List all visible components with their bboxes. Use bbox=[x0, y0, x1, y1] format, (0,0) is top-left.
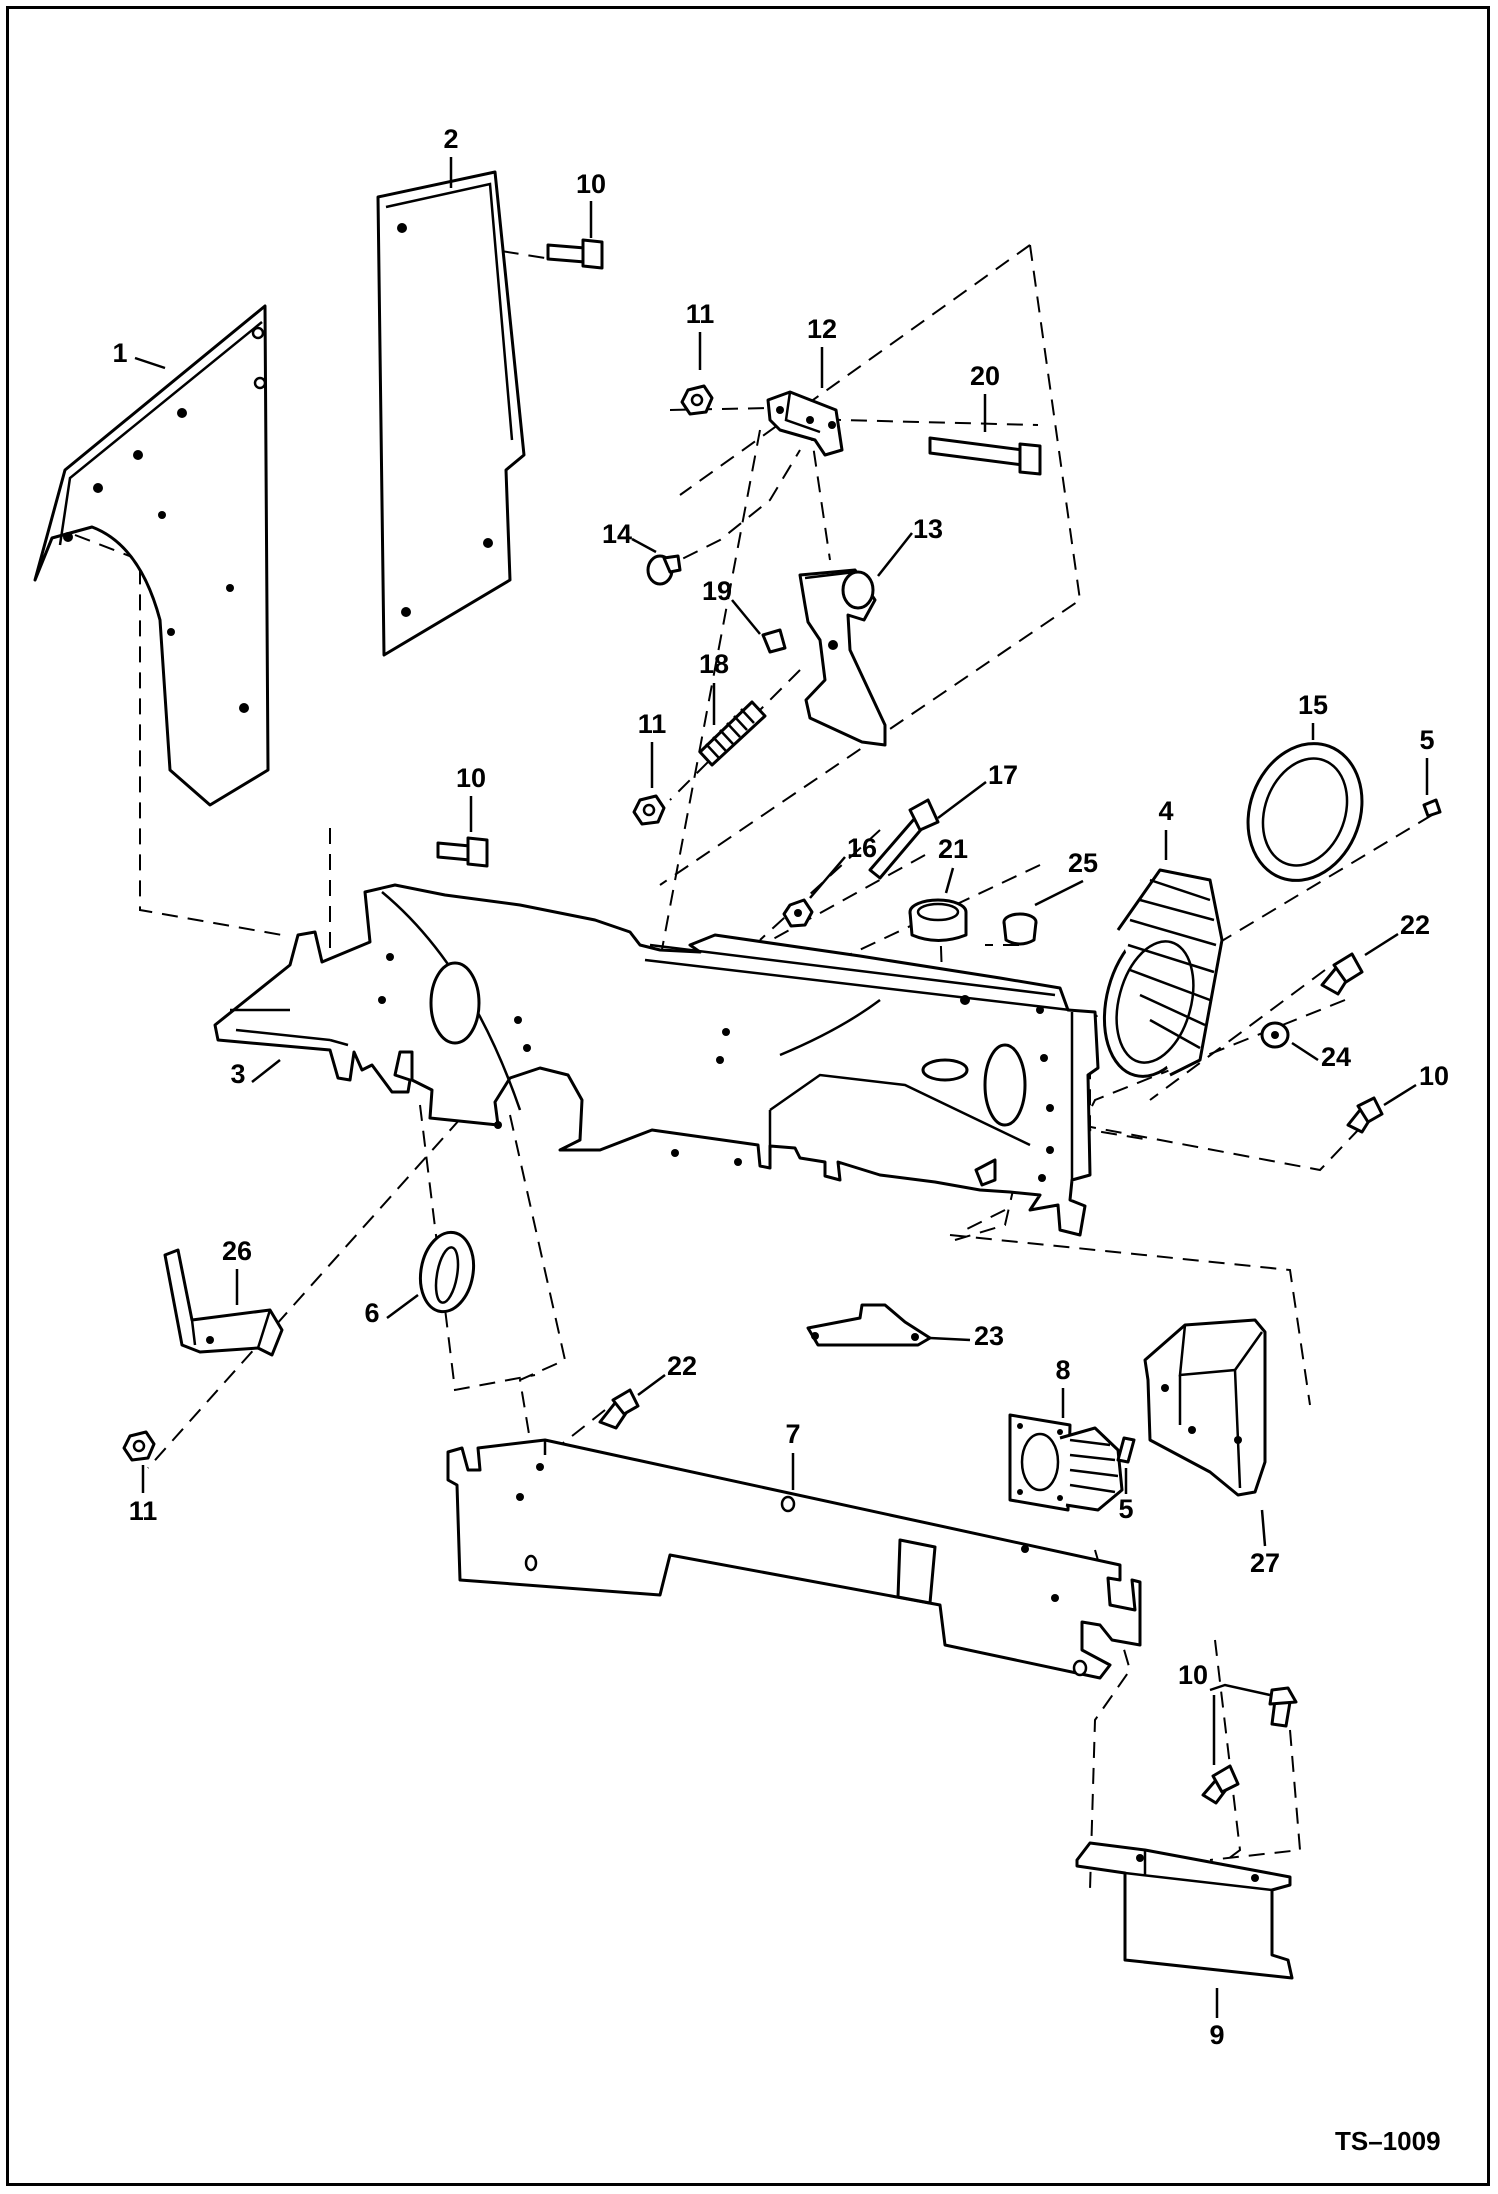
part-17-bolt bbox=[868, 798, 940, 880]
part-3-main-panel bbox=[213, 883, 1100, 1237]
callout-17: 17 bbox=[988, 760, 1018, 790]
callout-8: 8 bbox=[1055, 1355, 1070, 1385]
callout-21: 21 bbox=[938, 834, 968, 864]
callout-24: 24 bbox=[1321, 1042, 1351, 1072]
part-1-side-panel bbox=[33, 304, 270, 807]
part-10-bolts-lower bbox=[1201, 1686, 1298, 1805]
callout-12: 12 bbox=[807, 314, 837, 344]
leader-lines bbox=[134, 157, 1429, 2018]
callout-11: 11 bbox=[686, 299, 715, 329]
part-12-bracket bbox=[766, 390, 844, 457]
callout-16: 16 bbox=[847, 833, 877, 863]
drawing-id: TS–1009 bbox=[1335, 2126, 1441, 2156]
part-21-plug bbox=[908, 898, 968, 942]
part-10-bolt-mid bbox=[436, 836, 489, 868]
part-7-lower-panel bbox=[446, 1438, 1142, 1680]
part-6-grommet bbox=[418, 1230, 476, 1314]
callout-11: 11 bbox=[638, 709, 667, 739]
callout-1: 1 bbox=[112, 338, 127, 368]
part-10-bolt-right bbox=[1346, 1096, 1384, 1134]
part-15-boot-ring bbox=[1246, 742, 1364, 882]
part-23-plate bbox=[806, 1303, 932, 1347]
callout-13: 13 bbox=[913, 514, 943, 544]
part-10-bolt-top bbox=[546, 238, 604, 270]
part-8-boot-flange bbox=[1008, 1413, 1124, 1512]
part-11-nut-top bbox=[680, 384, 714, 416]
callout-23: 23 bbox=[974, 1321, 1004, 1351]
callout-25: 25 bbox=[1068, 848, 1098, 878]
callout-27: 27 bbox=[1250, 1548, 1280, 1578]
callout-11: 11 bbox=[129, 1496, 158, 1526]
callout-10: 10 bbox=[1419, 1061, 1449, 1091]
part-13-pedal-lever bbox=[798, 568, 887, 747]
part-19-fitting bbox=[761, 628, 787, 654]
part-11-nut-lower bbox=[122, 1430, 156, 1462]
callout-22: 22 bbox=[667, 1351, 697, 1381]
part-24-washer bbox=[1260, 1021, 1290, 1049]
callout-22: 22 bbox=[1400, 910, 1430, 940]
callout-6: 6 bbox=[364, 1298, 379, 1328]
callout-18: 18 bbox=[699, 649, 729, 679]
callout-10: 10 bbox=[456, 763, 486, 793]
part-26-angle-bracket bbox=[163, 1248, 284, 1357]
callout-9: 9 bbox=[1209, 2020, 1224, 2050]
callout-3: 3 bbox=[230, 1059, 245, 1089]
callout-10: 10 bbox=[576, 169, 606, 199]
callout-10: 10 bbox=[1178, 1660, 1208, 1690]
callout-4: 4 bbox=[1158, 796, 1173, 826]
part-25-small-plug bbox=[1002, 912, 1038, 946]
callout-15: 15 bbox=[1298, 690, 1328, 720]
part-14-rivet bbox=[646, 554, 682, 586]
part-4-rubber-boot bbox=[1102, 868, 1224, 1078]
part-27-side-bracket bbox=[1143, 1318, 1267, 1497]
part-9-step-bracket bbox=[1075, 1841, 1294, 1980]
part-18-spring bbox=[698, 700, 767, 767]
callout-7: 7 bbox=[785, 1419, 800, 1449]
callout-20: 20 bbox=[970, 361, 1000, 391]
part-16-nut bbox=[782, 898, 814, 928]
callout-5: 5 bbox=[1419, 725, 1434, 755]
callout-5: 5 bbox=[1118, 1494, 1133, 1524]
part-22-bolt-lower bbox=[598, 1388, 640, 1430]
part-11-nut-mid bbox=[632, 794, 666, 826]
callout-14: 14 bbox=[602, 519, 632, 549]
part-20-long-bolt bbox=[928, 436, 1042, 476]
callout-2: 2 bbox=[443, 124, 458, 154]
part-22-bolt-right bbox=[1320, 952, 1364, 996]
callout-26: 26 bbox=[222, 1236, 252, 1266]
part-5-screw-lower bbox=[1116, 1436, 1136, 1464]
callout-19: 19 bbox=[702, 576, 732, 606]
part-2-flat-panel bbox=[376, 170, 526, 657]
part-5-screw-top bbox=[1422, 798, 1442, 818]
